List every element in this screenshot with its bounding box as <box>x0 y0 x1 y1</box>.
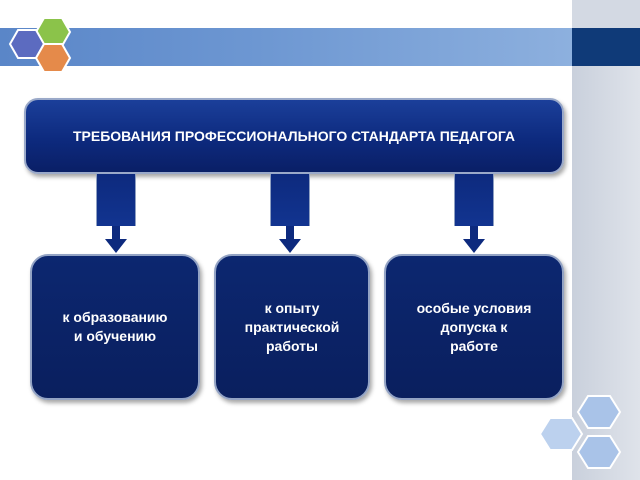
connector-1 <box>96 174 136 226</box>
hexagon-light-3 <box>576 435 622 469</box>
hexagon-orange <box>34 43 72 73</box>
arrow-down-icon <box>105 226 127 253</box>
requirement-education-box: к образованию и обучению <box>30 254 200 400</box>
header-band-accent <box>572 28 640 66</box>
requirement-experience-box: к опыту практической работы <box>214 254 370 400</box>
connector-3 <box>454 174 494 226</box>
right-strip-top <box>572 0 640 28</box>
requirement-experience-label: к опыту практической работы <box>244 299 340 354</box>
header-band <box>0 28 572 66</box>
requirement-admission-box: особые условия допуска к работе <box>384 254 564 400</box>
arrow-down-icon <box>463 226 485 253</box>
standard-title-box: ТРЕБОВАНИЯ ПРОФЕССИОНАЛЬНОГО СТАНДАРТА П… <box>24 98 564 174</box>
hexagon-decoration-icon <box>538 395 622 469</box>
requirement-education-label: к образованию и обучению <box>62 309 168 344</box>
arrow-down-icon <box>279 226 301 253</box>
standard-title: ТРЕБОВАНИЯ ПРОФЕССИОНАЛЬНОГО СТАНДАРТА П… <box>72 128 516 144</box>
connector-2 <box>270 174 310 226</box>
hexagon-light-1 <box>576 395 622 429</box>
hexagon-light-2 <box>538 417 584 451</box>
requirement-admission-label: особые условия допуска к работе <box>416 299 532 354</box>
hexagon-cluster-icon <box>8 17 72 73</box>
